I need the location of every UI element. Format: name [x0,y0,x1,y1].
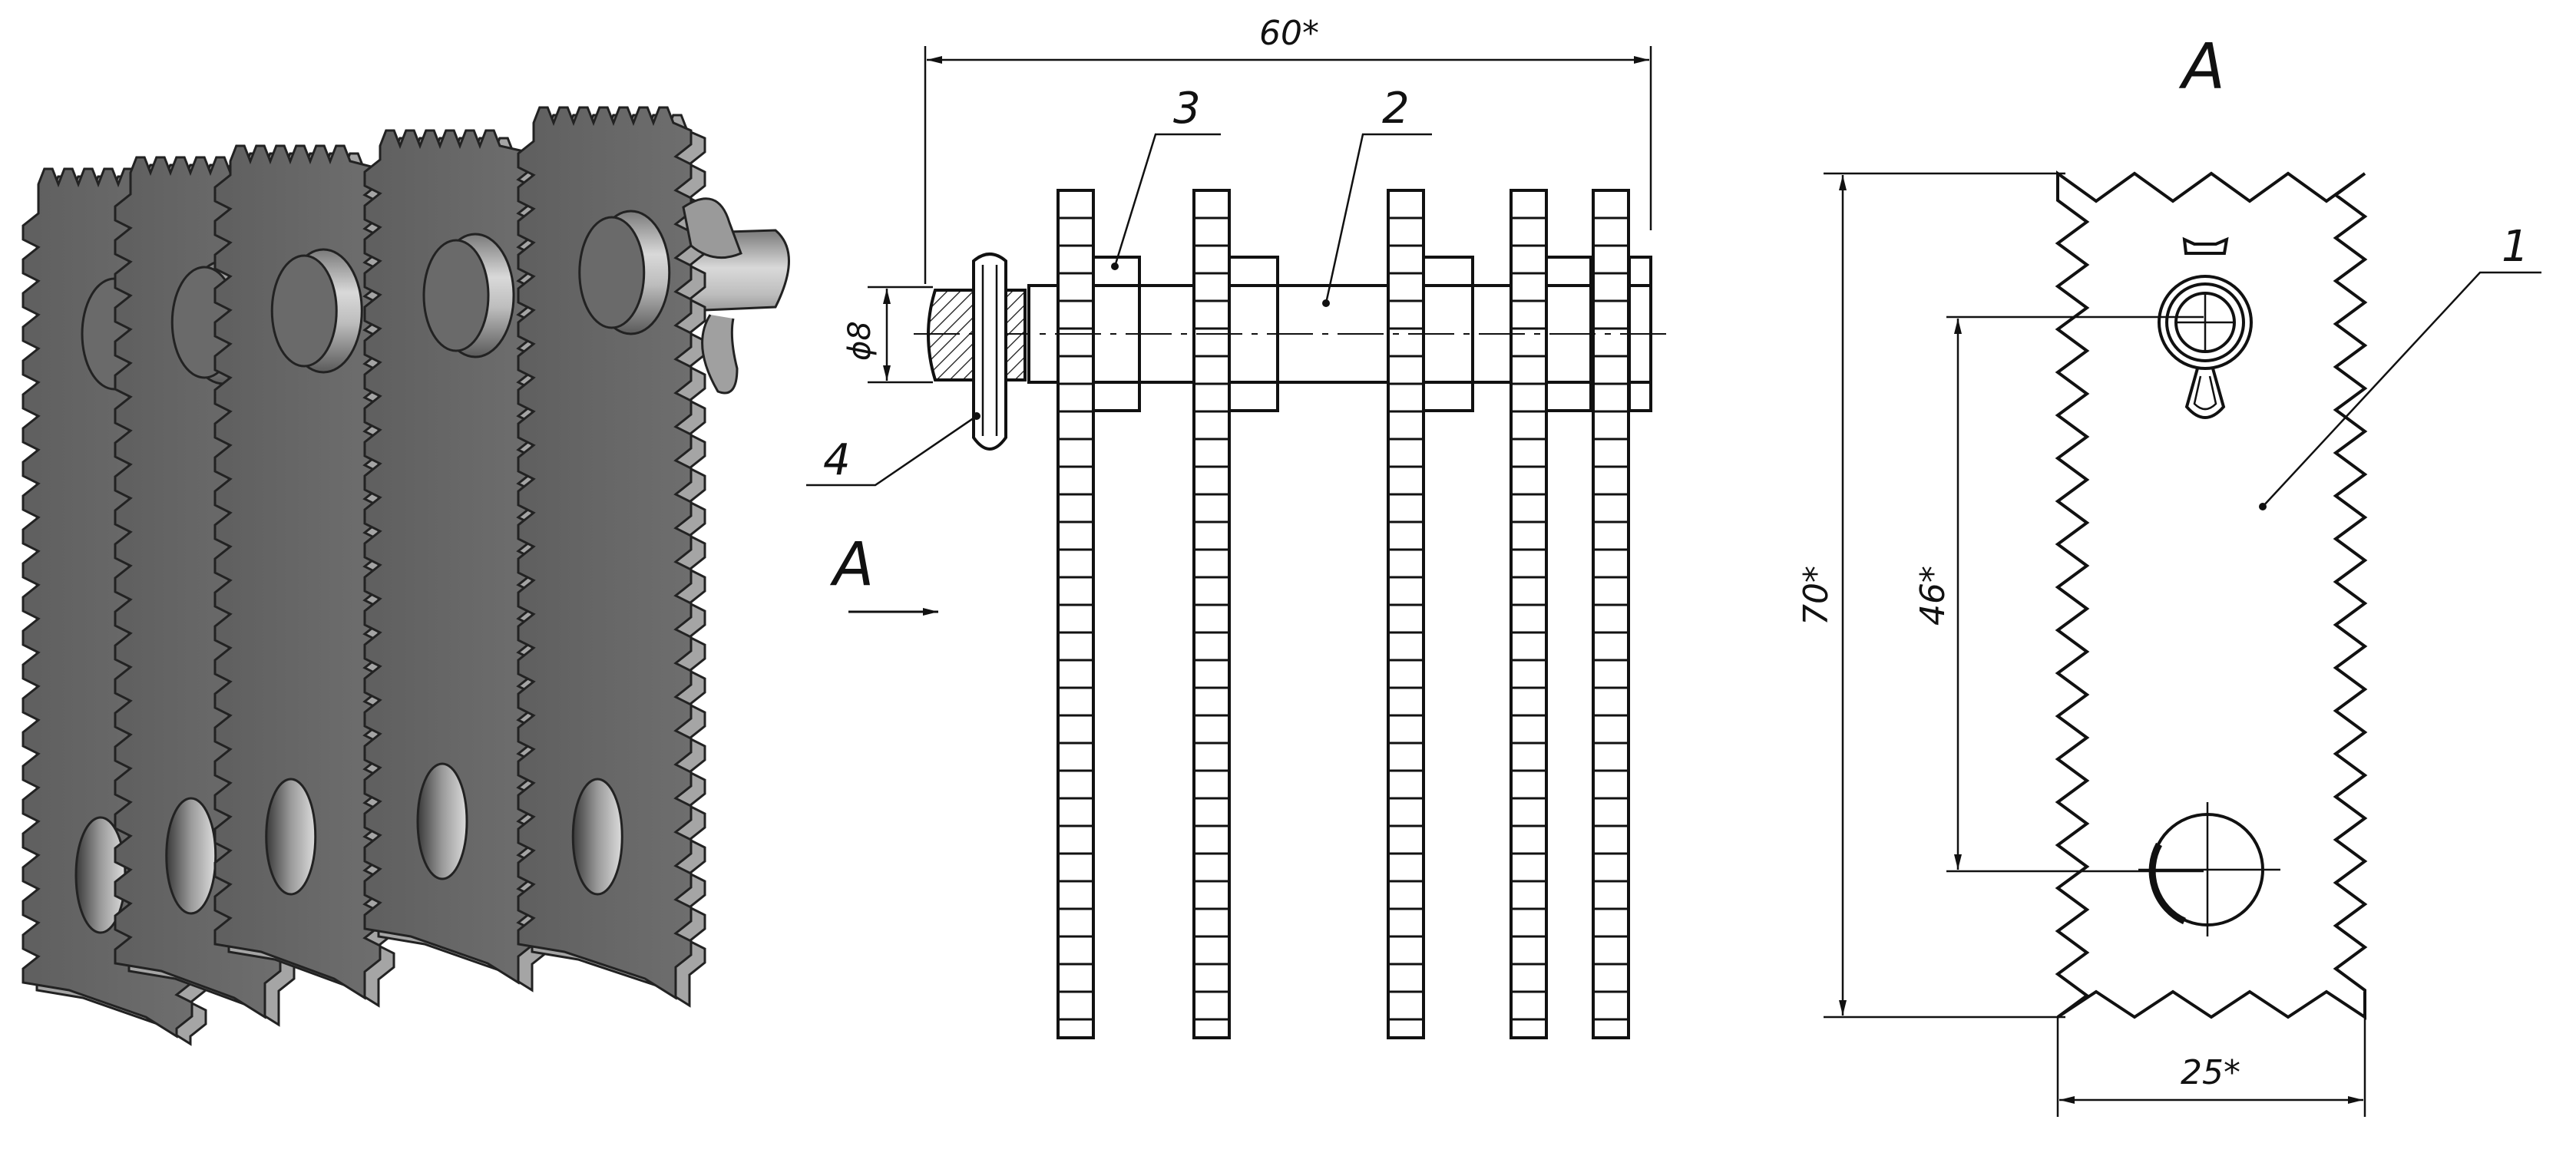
plate-edge-4 [1510,189,1548,1039]
leader-part-1: 1 [2259,222,2541,510]
leader-part-1-label: 1 [2502,222,2529,272]
leader-part-3: 3 [1111,84,1221,270]
dimension-overall-width-text: 60* [1259,14,1319,53]
plate-3d-5 [517,106,706,1008]
plate-edge-1 [1057,189,1095,1039]
top-hole-with-pin [2158,236,2253,419]
pin-3d [682,197,742,259]
isometric-view [21,106,790,1046]
plate-outline [2055,170,2368,1020]
plate-edge-2 [1192,189,1231,1039]
plate-edge-3 [1387,189,1425,1039]
leader-part-4: 4 [806,412,980,487]
dimension-width-text: 25* [2181,1053,2240,1092]
dimension-hole-spacing-text: 46* [1913,566,1953,626]
pin-loop-3d [701,314,739,395]
dimension-height-text: 70* [1797,566,1836,626]
dimension-axle-diameter-text: ϕ8 [842,321,878,361]
dimension-height: 70* [1797,172,2065,1019]
retaining-washer-section [927,286,1027,384]
side-view-a: A 1 [1797,31,2541,1117]
dimension-hole-spacing: 46* [1913,315,2204,873]
dimension-overall-width: 60* [924,14,1652,284]
view-direction-arrow: A [829,530,938,616]
plates-edge-view [1057,189,1630,1039]
dimension-axle-diameter: ϕ8 [842,286,933,384]
leader-part-2-label: 2 [1382,84,1410,134]
leader-part-4-label: 4 [823,435,851,485]
cotter-pin [972,253,1007,451]
plate-3d-3 [213,144,395,1008]
leader-part-3-label: 3 [1173,84,1201,134]
leader-part-2: 2 [1322,84,1432,307]
view-a-title: A [2178,31,2225,104]
front-view: 60* [806,14,1666,1039]
plate-edge-5 [1592,189,1630,1039]
dimension-width: 25* [2056,1017,2366,1117]
bottom-hole [2138,802,2280,936]
view-direction-arrow-label: A [829,530,874,599]
